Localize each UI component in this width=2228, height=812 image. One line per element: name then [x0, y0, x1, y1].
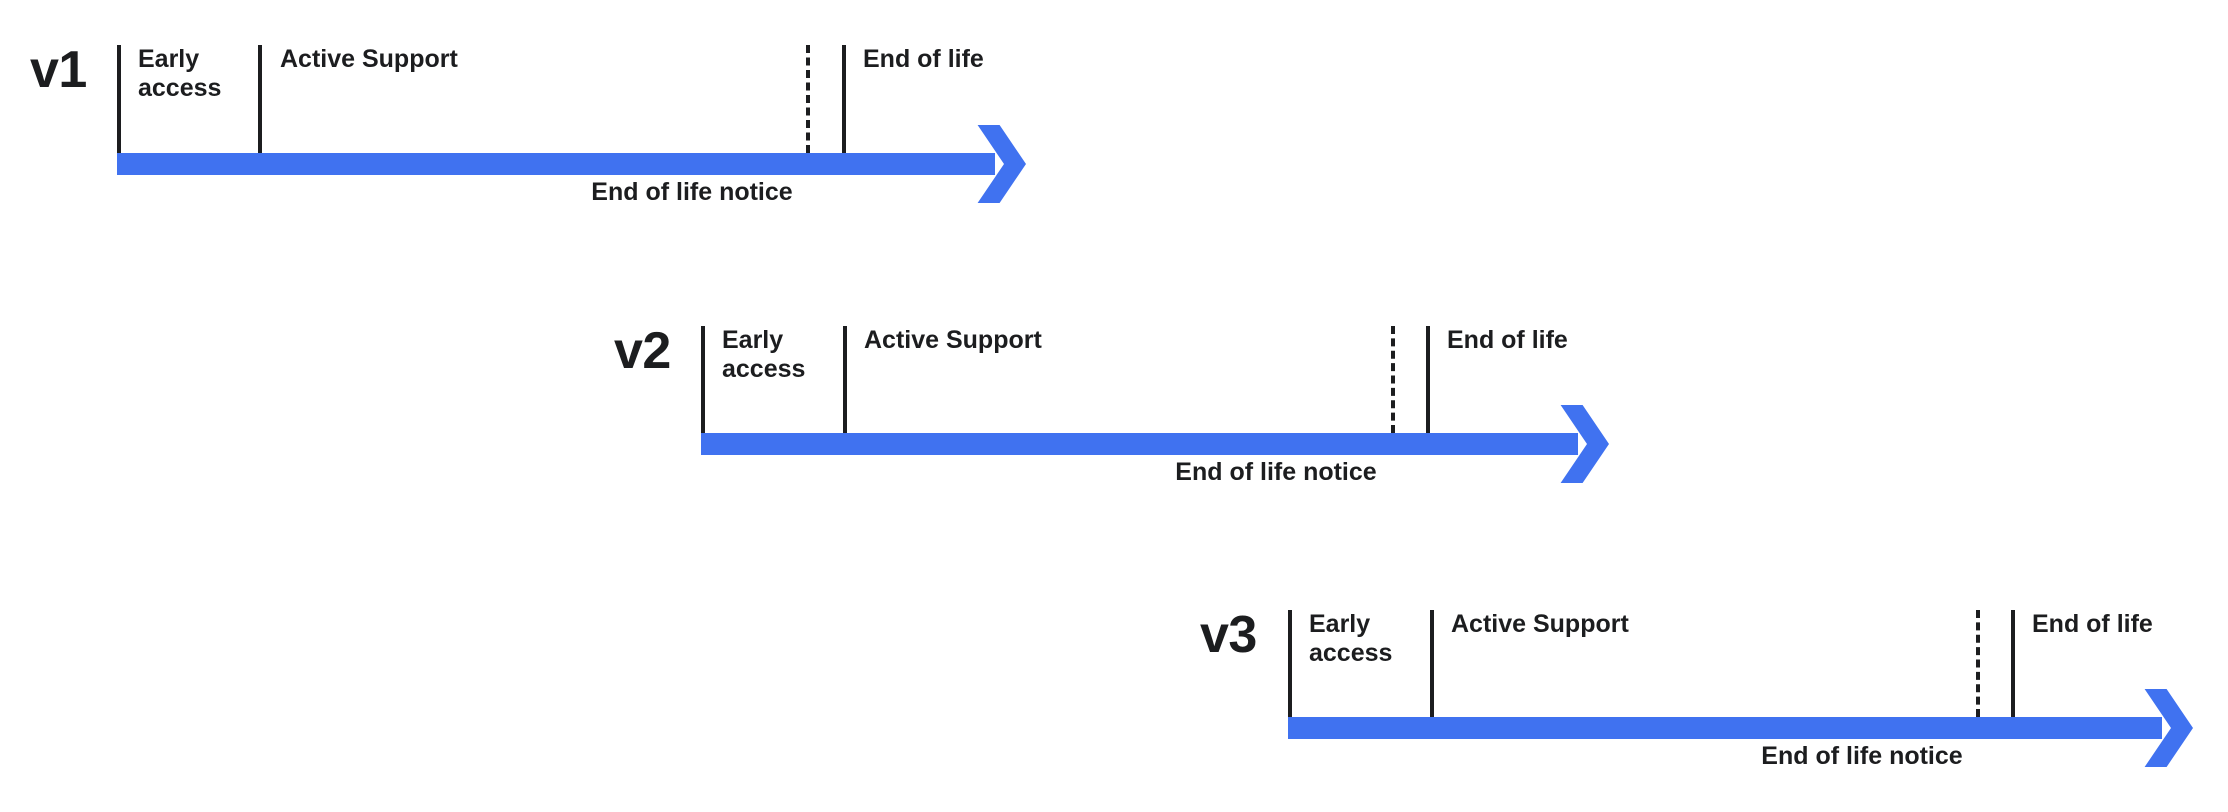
phase-label-end_of_life: End of life	[863, 45, 984, 73]
phase-divider-dashed	[1976, 610, 1980, 717]
phase-divider	[1426, 326, 1430, 433]
timeline-arrow-icon	[1560, 405, 1609, 483]
phase-divider	[843, 326, 847, 433]
phase-divider-dashed	[1391, 326, 1395, 433]
phase-divider	[258, 45, 262, 153]
timeline-bar	[701, 433, 1578, 455]
phase-label-early_access: Early access	[722, 326, 806, 384]
phase-label-early_access: Early access	[138, 45, 222, 103]
end-of-life-notice-label: End of life notice	[1175, 458, 1377, 486]
phase-divider	[1430, 610, 1434, 717]
phase-label-active_support: Active Support	[1451, 610, 1629, 638]
phase-divider-dashed	[806, 45, 810, 153]
phase-label-end_of_life: End of life	[2032, 610, 2153, 638]
phase-divider	[842, 45, 846, 153]
arrowhead-chevron	[1560, 405, 1609, 483]
end-of-life-notice-label: End of life notice	[591, 178, 793, 206]
phase-divider	[117, 45, 121, 153]
arrowhead-chevron	[2144, 689, 2193, 767]
phase-divider	[701, 326, 705, 433]
version-label-v3: v3	[1200, 606, 1257, 664]
timeline-arrow-icon	[2144, 689, 2193, 767]
phase-divider	[2011, 610, 2015, 717]
phase-label-early_access: Early access	[1309, 610, 1393, 668]
timeline-bar	[1288, 717, 2162, 739]
phase-label-end_of_life: End of life	[1447, 326, 1568, 354]
end-of-life-notice-label: End of life notice	[1761, 742, 1963, 770]
phase-label-active_support: Active Support	[280, 45, 458, 73]
version-label-v2: v2	[614, 322, 671, 380]
version-label-v1: v1	[30, 41, 87, 99]
timeline-arrow-icon	[977, 125, 1026, 203]
phase-divider	[1288, 610, 1292, 717]
arrowhead-chevron	[977, 125, 1026, 203]
timeline-bar	[117, 153, 995, 175]
phase-label-active_support: Active Support	[864, 326, 1042, 354]
